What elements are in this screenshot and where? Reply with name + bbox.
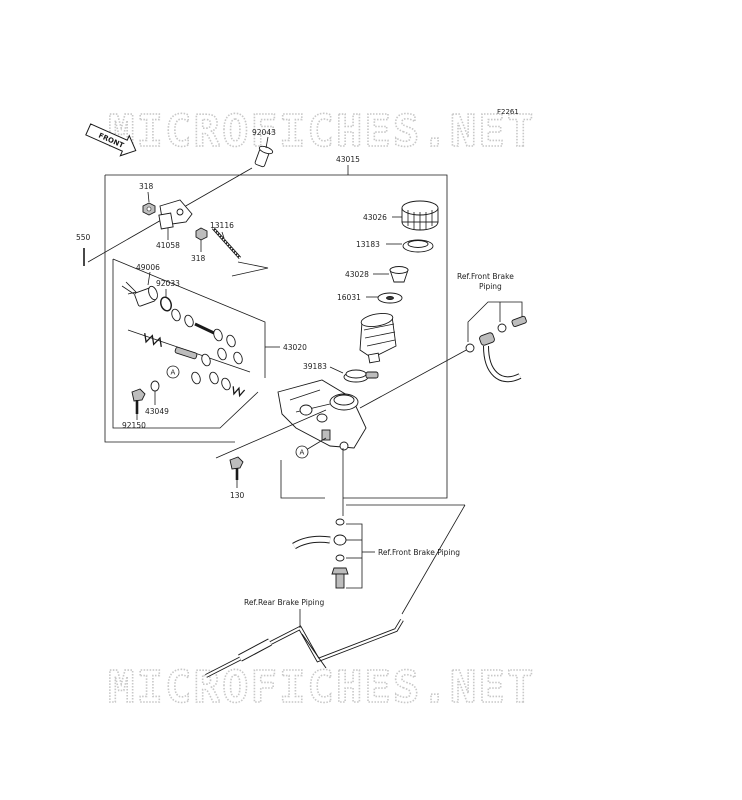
part-label-13116: 13116 xyxy=(210,221,234,230)
callout-a-mid: A xyxy=(295,445,309,459)
part-16031-washer[interactable] xyxy=(377,292,403,304)
part-label-92150: 92150 xyxy=(122,421,146,430)
part-master-cylinder[interactable] xyxy=(277,379,367,451)
ref-rear-brake: Ref.Rear Brake Piping xyxy=(244,598,324,607)
leader-13116 xyxy=(221,231,225,239)
part-label-16031: 16031 xyxy=(337,293,361,302)
figure-code: F2261 xyxy=(497,108,519,116)
part-row1-seals[interactable] xyxy=(170,308,237,348)
bracket-43020-top xyxy=(112,258,266,378)
leader-13116-arrow xyxy=(231,261,269,277)
leader-ref-front-mid-bracket xyxy=(346,523,363,589)
part-318-top[interactable] xyxy=(142,202,156,216)
part-49006-cup[interactable] xyxy=(134,285,159,307)
part-43028-diaphragm[interactable] xyxy=(389,266,409,283)
ref-front-brake-top-line1: Ref.Front Brake xyxy=(457,272,514,281)
part-label-49006: 49006 xyxy=(136,263,160,272)
part-label-13183: 13183 xyxy=(356,240,380,249)
ref-front-brake-top-line2: Piping xyxy=(479,282,502,291)
bracket-43020-left xyxy=(112,259,259,429)
part-41058-clevis[interactable] xyxy=(158,199,193,230)
part-43026-cap[interactable] xyxy=(401,200,439,231)
svg-text:A: A xyxy=(171,369,176,377)
axis-line-front-top xyxy=(359,347,471,409)
part-row2-spring[interactable] xyxy=(142,333,244,367)
part-92150-bolt[interactable] xyxy=(131,388,146,414)
part-label-43015: 43015 xyxy=(336,155,360,164)
part-label-43026: 43026 xyxy=(363,213,387,222)
arrow-49006 xyxy=(125,281,137,295)
part-label-92043: 92043 xyxy=(252,128,276,137)
leader-callout-a-mid xyxy=(305,437,327,451)
leader-39183 xyxy=(329,366,344,374)
leader-318-top xyxy=(147,191,150,203)
leader-49006 xyxy=(147,271,151,286)
part-reservoir[interactable] xyxy=(359,311,397,364)
part-label-43020: 43020 xyxy=(283,343,307,352)
part-92033-circlip[interactable] xyxy=(159,296,173,313)
part-130-bolt[interactable] xyxy=(229,456,244,480)
leader-92043 xyxy=(265,136,269,149)
axis-line-rear-b xyxy=(401,504,466,615)
part-13183-plate[interactable] xyxy=(402,239,434,253)
watermark-top: MICROFICHES.NET xyxy=(108,106,535,157)
part-label-318-bottom: 318 xyxy=(191,254,206,263)
svg-text:A: A xyxy=(300,449,305,457)
axis-line-130 xyxy=(215,409,327,459)
leader-ref-front-top xyxy=(467,301,523,342)
part-label-43049: 43049 xyxy=(145,407,169,416)
ref-front-brake-mid: Ref.Front Brake Piping xyxy=(378,548,460,557)
part-label-41058: 41058 xyxy=(156,241,180,250)
part-label-550: 550 xyxy=(76,233,91,242)
part-43049-washer[interactable] xyxy=(150,380,160,392)
part-label-92033: 92033 xyxy=(156,279,180,288)
bracket-43015 xyxy=(105,174,448,499)
part-318-bottom[interactable] xyxy=(195,227,208,241)
part-13116-pushrod[interactable] xyxy=(211,226,242,260)
bracket-43015-bottom xyxy=(280,460,325,499)
part-label-43028: 43028 xyxy=(345,270,369,279)
part-rear-brake-pipe[interactable] xyxy=(205,618,404,678)
part-front-brake-fitting-mid[interactable] xyxy=(292,518,349,589)
part-front-brake-fitting-top[interactable] xyxy=(465,315,527,383)
part-label-39183: 39183 xyxy=(303,362,327,371)
part-label-130: 130 xyxy=(230,491,245,500)
part-39183-clamp[interactable] xyxy=(343,369,379,383)
part-label-318-top: 318 xyxy=(139,182,154,191)
watermark-bottom: MICROFICHES.NET xyxy=(108,662,535,713)
part-row3-spring[interactable] xyxy=(190,371,246,398)
callout-a-left: A xyxy=(166,365,180,379)
part-92043[interactable] xyxy=(254,145,274,168)
bracket-43015-left xyxy=(104,175,235,443)
